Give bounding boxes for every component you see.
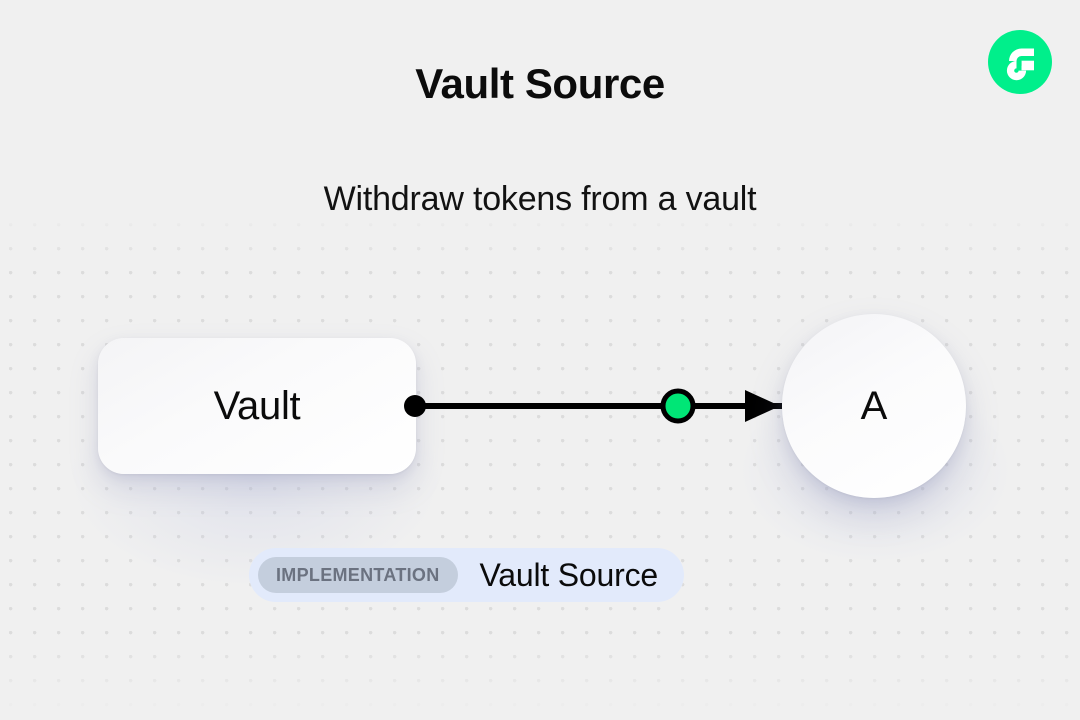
page-subtitle: Withdraw tokens from a vault [323, 180, 757, 218]
flow-logo-icon [988, 30, 1052, 94]
edge-vault-to-a[interactable] [390, 378, 790, 436]
node-vault-label: Vault [213, 383, 301, 428]
edge-marker-dot[interactable] [660, 388, 696, 424]
implementation-badge-tag: IMPLEMENTATION [258, 557, 458, 593]
page-title: Vault Source [415, 60, 665, 107]
implementation-badge[interactable]: IMPLEMENTATION Vault Source [249, 548, 684, 602]
edge-arrow-head [745, 390, 780, 422]
edge-source-handle-dot[interactable] [404, 395, 426, 417]
node-vault[interactable]: Vault [98, 338, 416, 474]
node-a[interactable]: A [782, 314, 966, 498]
implementation-badge-name: Vault Source [479, 556, 659, 593]
node-a-label: A [860, 383, 888, 428]
